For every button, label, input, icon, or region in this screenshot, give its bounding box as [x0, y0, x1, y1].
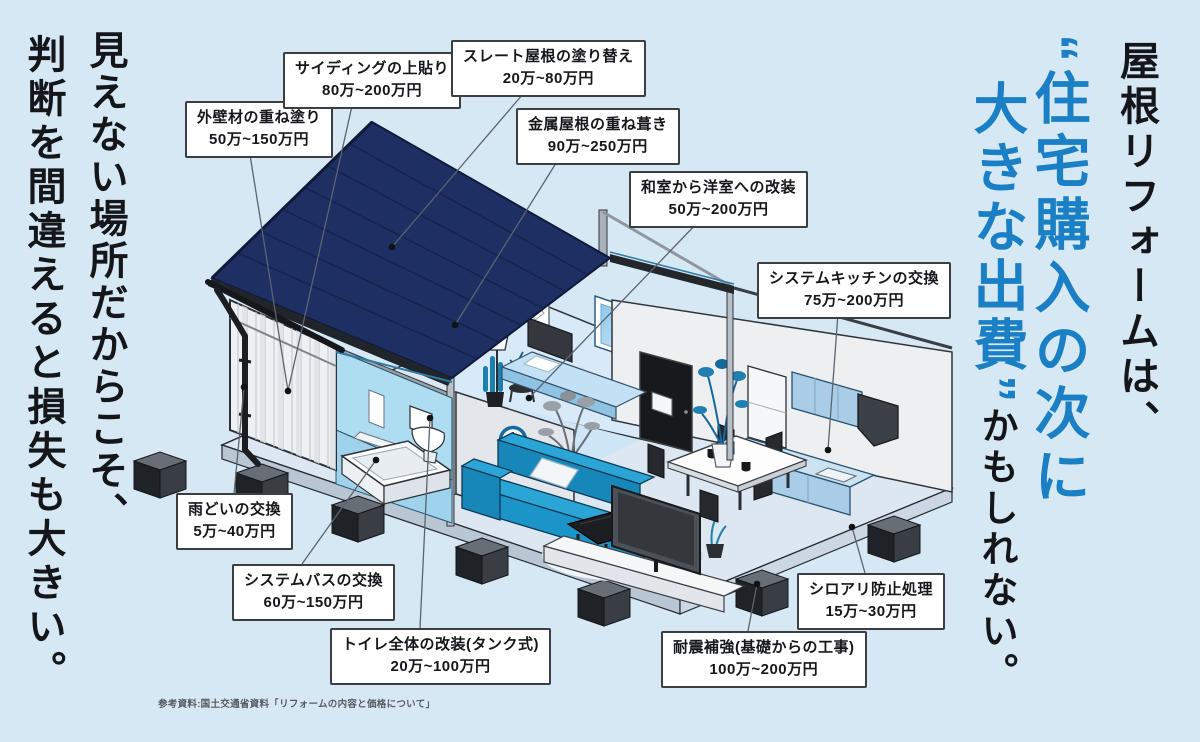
callout-label: スレート屋根の塗り替え	[463, 48, 634, 65]
headline-right-quote-end: 大きな出費”かもしれない。	[965, 80, 1027, 694]
callout-price: 80万~200万円	[321, 81, 422, 99]
toilet	[409, 405, 446, 464]
chair	[647, 443, 665, 479]
source-credit: 参考資料:国土交通省資料「リフォームの内容と価格について」	[158, 699, 436, 710]
tv-board	[542, 535, 746, 613]
foundation-blocks	[132, 451, 922, 627]
callout-price: 75万~200万円	[804, 291, 905, 309]
callout-label: 和室から洋室への改装	[641, 179, 797, 196]
siding-wall	[229, 298, 337, 472]
sink	[814, 467, 858, 483]
callout-rain-gutter: 雨どいの交換 5万~40万円	[176, 493, 294, 550]
callout-label: 金属屋根の重ね葺き	[528, 116, 668, 133]
mug	[741, 462, 751, 469]
mirror	[368, 389, 385, 429]
callout-price: 5万~40万円	[193, 522, 276, 540]
cactus-plant	[483, 356, 504, 407]
callout-label: トイレ全体の改装(タンク式)	[342, 636, 539, 653]
callout-siding-overlay: サイディングの上貼り 80万~200万円	[283, 52, 461, 109]
callout-price: 50万~150万円	[209, 130, 309, 148]
callout-quake-reinforcement: 耐震補強(基礎からの工事) 100万~200万円	[661, 631, 867, 688]
callout-system-kitchen: システムキッチンの交換 75万~200万円	[757, 262, 952, 319]
bedroom	[483, 317, 673, 420]
roof	[208, 120, 612, 386]
chair	[699, 489, 719, 523]
callout-label: 耐震補強(基礎からの工事)	[673, 639, 855, 656]
callout-price: 20万~80万円	[502, 69, 594, 87]
callout-label: 外壁材の重ね塗り	[197, 109, 322, 126]
callout-label: シロアリ防止処理	[809, 581, 934, 598]
callout-price: 50万~200万円	[668, 200, 769, 218]
callout-label: システムバスの交換	[244, 572, 384, 589]
leader-lines	[233, 93, 866, 632]
headline-right-quote-start: “住宅購入の次に	[1027, 34, 1090, 510]
bathtub	[340, 440, 452, 506]
callout-slate-roof-repaint: スレート屋根の塗り替え 20万~80万円	[451, 40, 646, 97]
callout-exterior-wall-paint: 外壁材の重ね塗り 50万~150万円	[185, 101, 334, 158]
mug	[707, 449, 717, 456]
callout-toilet-renovation: トイレ全体の改装(タンク式) 20万~100万円	[330, 628, 551, 685]
callout-metal-roof-overlay: 金属屋根の重ね葺き 90万~250万円	[516, 108, 680, 165]
callout-label: 雨どいの交換	[188, 501, 282, 518]
headline-accent: 大きな出費”	[965, 80, 1027, 407]
headline-left-line1: 見えない場所だからこそ、	[84, 30, 127, 534]
callout-label: サイディングの上貼り	[295, 60, 449, 77]
range-hood	[857, 393, 899, 447]
callout-washitsu-conversion: 和室から洋室への改装 50万~200万円	[629, 171, 809, 228]
nightstand	[651, 391, 673, 417]
callout-system-bath: システムバスの交換 60万~150万円	[232, 564, 396, 621]
headline-right-prefix: 屋根リフォームは、	[1114, 40, 1158, 445]
callout-termite-prevention: シロアリ防止処理 15万~30万円	[797, 573, 946, 630]
callout-price: 100万~200万円	[709, 660, 819, 678]
callout-price: 15万~30万円	[825, 602, 917, 620]
headline-rest: かもしれない。	[976, 406, 1017, 694]
headline-left-line2: 判断を間違えると損失も大きい。	[22, 34, 65, 694]
tv	[611, 484, 727, 576]
callout-label: システムキッチンの交換	[769, 270, 940, 287]
callout-price: 90万~250万円	[547, 137, 648, 155]
callout-price: 60万~150万円	[263, 593, 364, 611]
callout-price: 20万~100万円	[390, 657, 491, 675]
leader-dots	[240, 243, 856, 588]
